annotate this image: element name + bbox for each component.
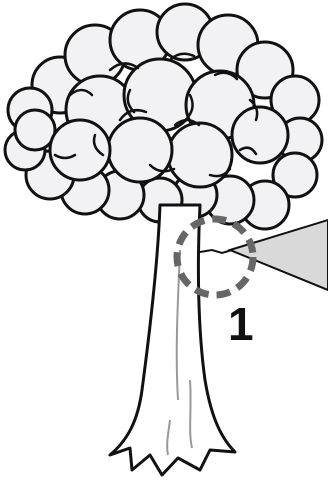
trunk-defect-mark xyxy=(200,250,232,253)
tree-trunk xyxy=(110,205,235,475)
callout-number: 1 xyxy=(228,298,254,350)
tree-canopy xyxy=(5,4,322,229)
